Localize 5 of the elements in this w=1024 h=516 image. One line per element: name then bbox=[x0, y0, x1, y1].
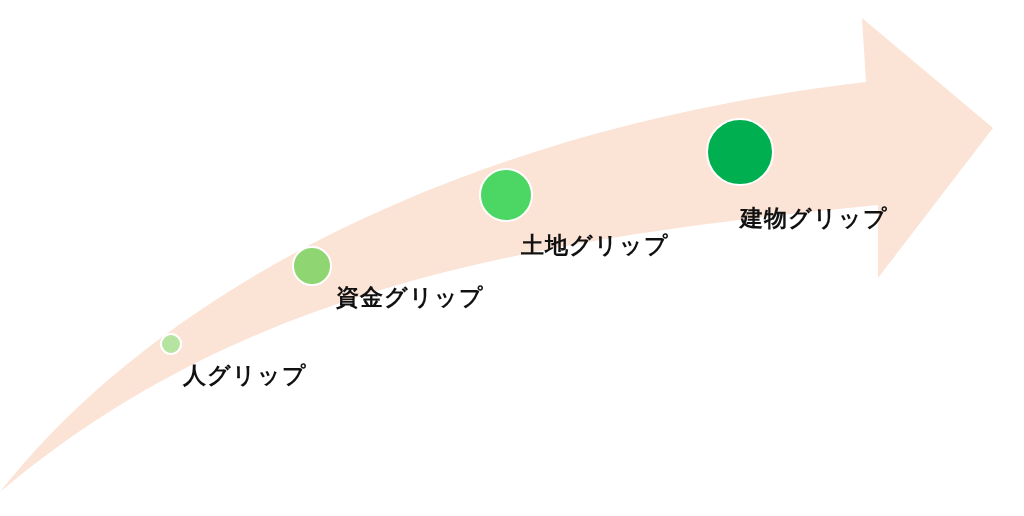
circle-marker bbox=[160, 333, 182, 355]
stage-label: 建物グリップ bbox=[740, 204, 888, 233]
stage-label: 土地グリップ bbox=[521, 231, 669, 260]
stage-label: 人グリップ bbox=[183, 361, 307, 390]
stage-label: 資金グリップ bbox=[336, 283, 484, 312]
